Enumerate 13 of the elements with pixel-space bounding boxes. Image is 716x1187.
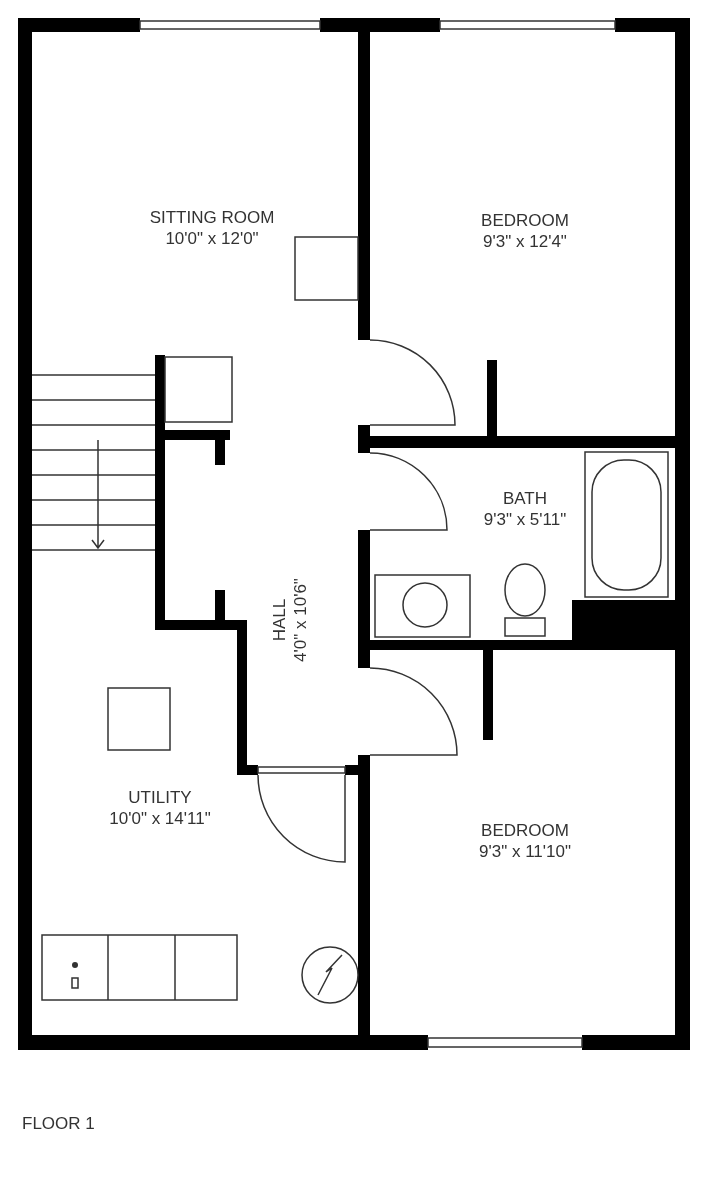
room-name: BEDROOM (481, 210, 569, 231)
room-dimensions: 9'3" x 5'11" (483, 509, 567, 530)
room-name: BATH (501, 488, 549, 509)
room-dimensions: 9'3" x 11'10" (479, 841, 571, 862)
room-name: UTILITY (127, 787, 193, 808)
room-dimensions: 4'0" x 10'6" (290, 578, 311, 662)
room-dimensions: 10'0" x 14'11" (109, 808, 211, 829)
room-dimensions: 9'3" x 12'4" (482, 231, 568, 252)
room-dimensions: 10'0" x 12'0" (164, 228, 260, 249)
floor-label: FLOOR 1 (22, 1114, 95, 1134)
room-name: BEDROOM (480, 820, 570, 841)
room-name: HALL (269, 597, 290, 644)
room-name: SITTING ROOM (149, 207, 275, 228)
